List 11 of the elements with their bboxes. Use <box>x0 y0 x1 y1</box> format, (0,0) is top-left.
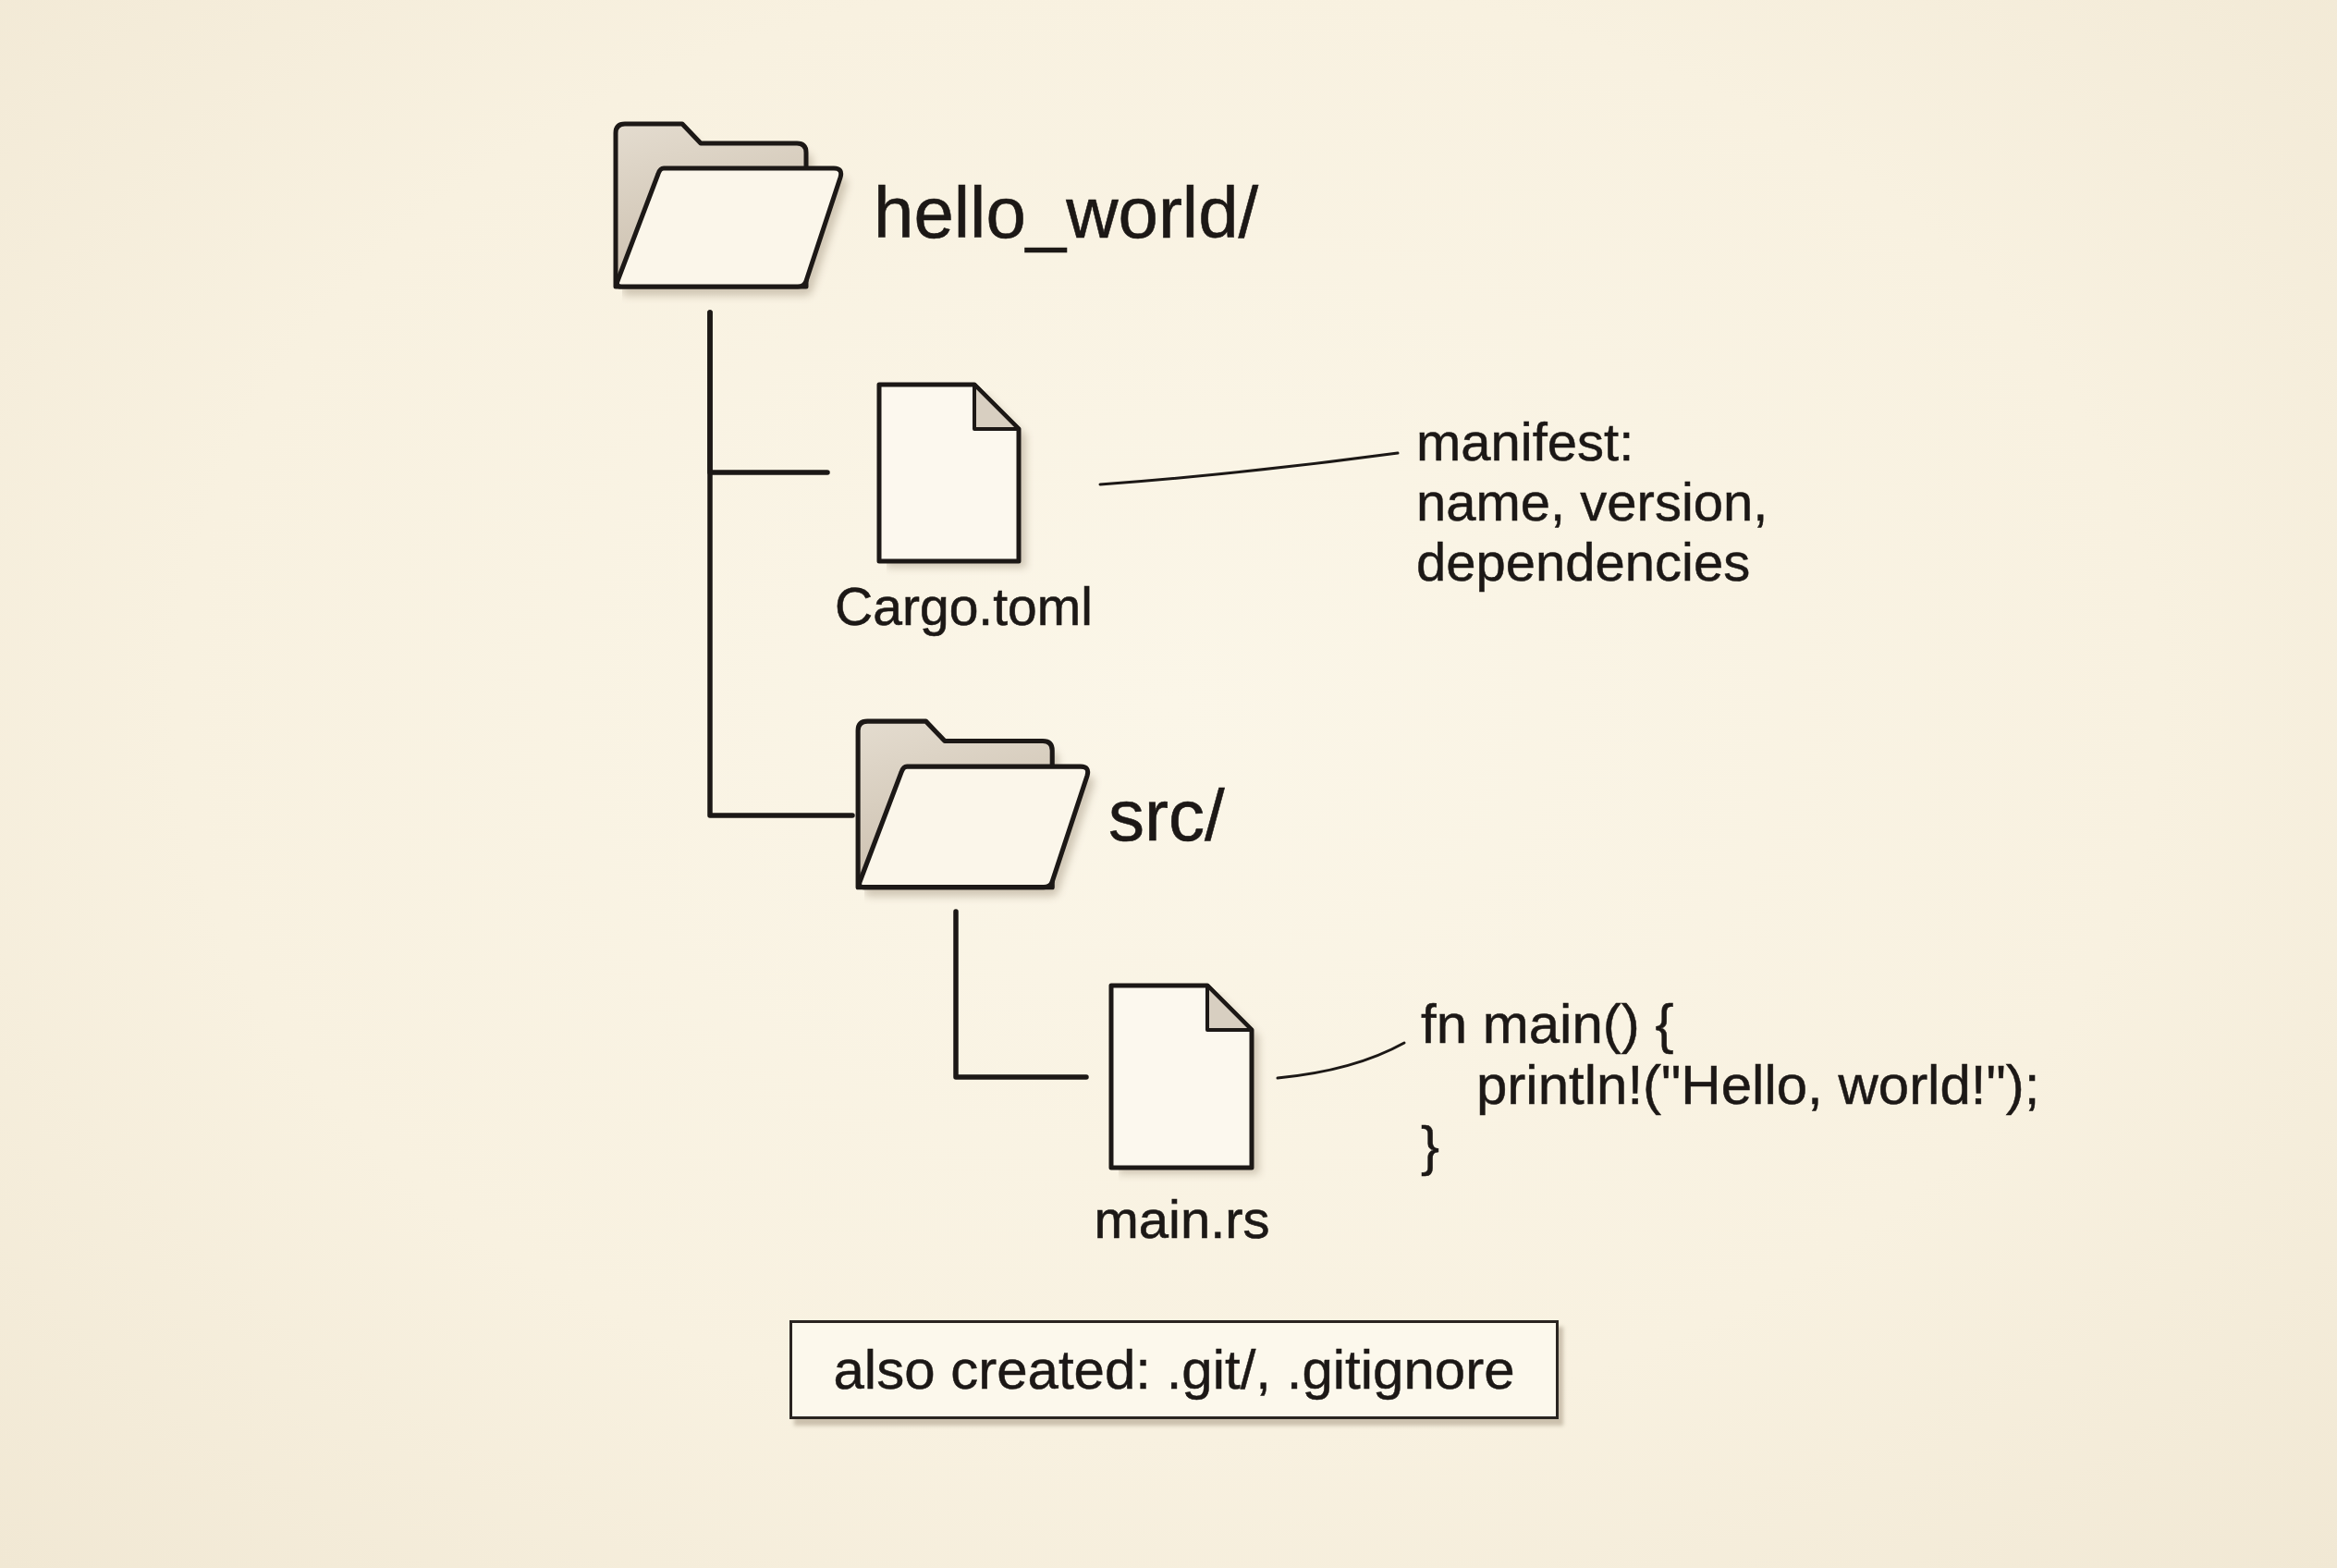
leader-line <box>1276 1041 1406 1080</box>
annotation-text: manifest: name, version, dependencies <box>1416 411 1769 592</box>
code-snippet: fn main() { println!("Hello, world!"); } <box>1421 994 2041 1177</box>
leader-line <box>1098 451 1400 486</box>
tree-line <box>953 909 1089 1080</box>
file-name: main.rs <box>1094 1193 1270 1246</box>
tree-line <box>707 310 855 818</box>
folder-name: src/ <box>1108 775 1225 856</box>
note-panel <box>789 1320 1559 1419</box>
note-text: also created: .git/, .gitignore <box>833 1339 1515 1401</box>
folder-name: hello_world/ <box>874 172 1259 253</box>
